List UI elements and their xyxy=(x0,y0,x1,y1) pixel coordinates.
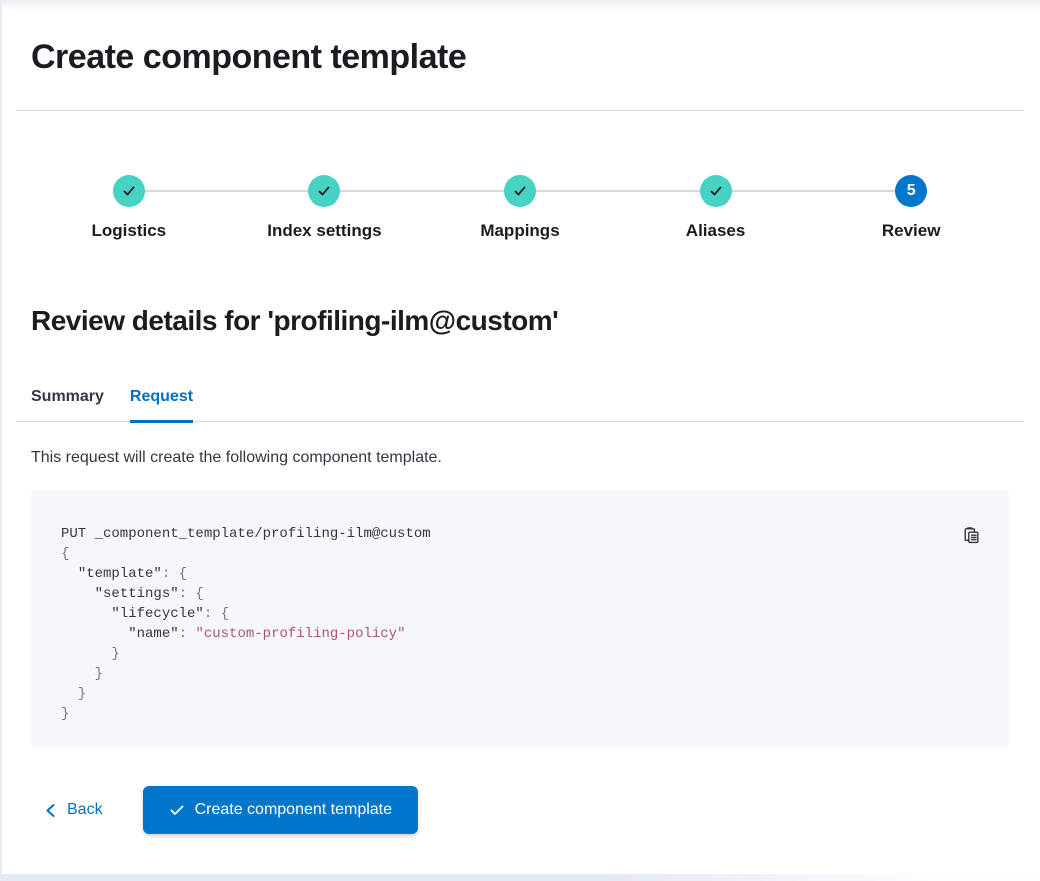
code-line: "settings": { xyxy=(61,584,979,604)
step-connector xyxy=(226,190,309,192)
code-line: PUT _component_template/profiling-ilm@cu… xyxy=(61,524,979,544)
step-circle-aliases[interactable] xyxy=(699,175,732,207)
step-circle-index-settings[interactable] xyxy=(308,175,341,207)
review-heading: Review details for 'profiling-ilm@custom… xyxy=(31,305,559,336)
step-connector xyxy=(340,190,423,192)
footer-actions: Back Create component template xyxy=(0,786,1040,834)
request-code-block: PUT _component_template/profiling-ilm@cu… xyxy=(31,490,1009,748)
submit-label: Create component template xyxy=(194,801,393,818)
code-segment: } xyxy=(61,686,87,702)
code-segment: "custom-profiling-policy" xyxy=(195,626,406,642)
code-segment: : { xyxy=(178,586,204,602)
step-mappings: Mappings xyxy=(422,175,618,241)
code-segment: "name" xyxy=(128,626,179,642)
back-button[interactable]: Back xyxy=(31,801,103,819)
code-line: } xyxy=(61,684,979,704)
step-connector xyxy=(535,190,618,192)
code-segment xyxy=(61,626,128,642)
step-circle-review[interactable]: 5 xyxy=(895,175,928,207)
code-segment: : xyxy=(178,626,196,642)
code-segment: : { xyxy=(161,566,188,582)
code-segment: : { xyxy=(203,606,230,622)
code-segment: { xyxy=(61,546,70,562)
step-circle-mappings[interactable] xyxy=(503,175,536,207)
tabs-bar: Summary Request xyxy=(16,374,1024,423)
code-segment: "lifecycle" xyxy=(111,606,204,622)
page-title: Create component template xyxy=(31,38,467,76)
step-progress-bar: Logistics Index settings Mappings Aliase… xyxy=(0,111,1040,241)
step-label: Aliases xyxy=(685,221,746,240)
code-line: } xyxy=(61,704,979,724)
code-segment: "settings" xyxy=(94,586,179,602)
tab-request[interactable]: Request xyxy=(129,374,194,423)
check-icon xyxy=(514,186,526,196)
code-segment xyxy=(61,586,95,602)
code-line: "template": { xyxy=(61,564,979,584)
tab-summary[interactable]: Summary xyxy=(31,388,104,405)
chevron-left-icon xyxy=(46,803,55,817)
code-content: PUT _component_template/profiling-ilm@cu… xyxy=(61,524,979,724)
code-segment xyxy=(61,606,111,622)
bottom-panel-edge xyxy=(0,874,1040,881)
step-logistics: Logistics xyxy=(31,175,227,241)
step-review: 5 Review xyxy=(813,175,1009,241)
code-line: { xyxy=(61,544,979,564)
code-line: "name": "custom-profiling-policy" xyxy=(61,624,979,644)
step-connector xyxy=(144,190,227,192)
step-connector xyxy=(813,190,896,192)
step-connector xyxy=(731,190,814,192)
step-aliases: Aliases xyxy=(617,175,814,241)
step-connector xyxy=(617,190,700,192)
step-label: Mappings xyxy=(480,221,560,240)
check-icon xyxy=(170,805,183,815)
code-segment xyxy=(61,566,78,582)
step-label: Review xyxy=(881,221,941,240)
code-line: } xyxy=(61,644,979,664)
code-segment: PUT _component_template/profiling-ilm@cu… xyxy=(61,526,431,542)
check-icon xyxy=(318,186,330,196)
code-segment: } xyxy=(61,706,70,722)
copy-clipboard-icon[interactable] xyxy=(962,526,981,545)
code-segment: } xyxy=(61,646,120,662)
step-number: 5 xyxy=(906,182,916,199)
request-description: This request will create the following c… xyxy=(31,449,442,466)
step-label: Index settings xyxy=(267,221,382,240)
code-segment: "template" xyxy=(77,566,162,582)
create-component-template-button[interactable]: Create component template xyxy=(142,786,419,834)
code-line: "lifecycle": { xyxy=(61,604,979,624)
code-line: } xyxy=(61,664,979,684)
step-label: Logistics xyxy=(91,221,167,240)
left-edge-border xyxy=(0,0,2,881)
back-label: Back xyxy=(67,801,103,818)
step-index-settings: Index settings xyxy=(226,175,423,241)
check-icon xyxy=(710,186,722,196)
title-divider xyxy=(16,110,1024,111)
check-icon xyxy=(123,186,135,196)
code-segment: } xyxy=(61,666,104,682)
step-connector xyxy=(422,190,504,192)
step-circle-logistics[interactable] xyxy=(112,175,145,207)
